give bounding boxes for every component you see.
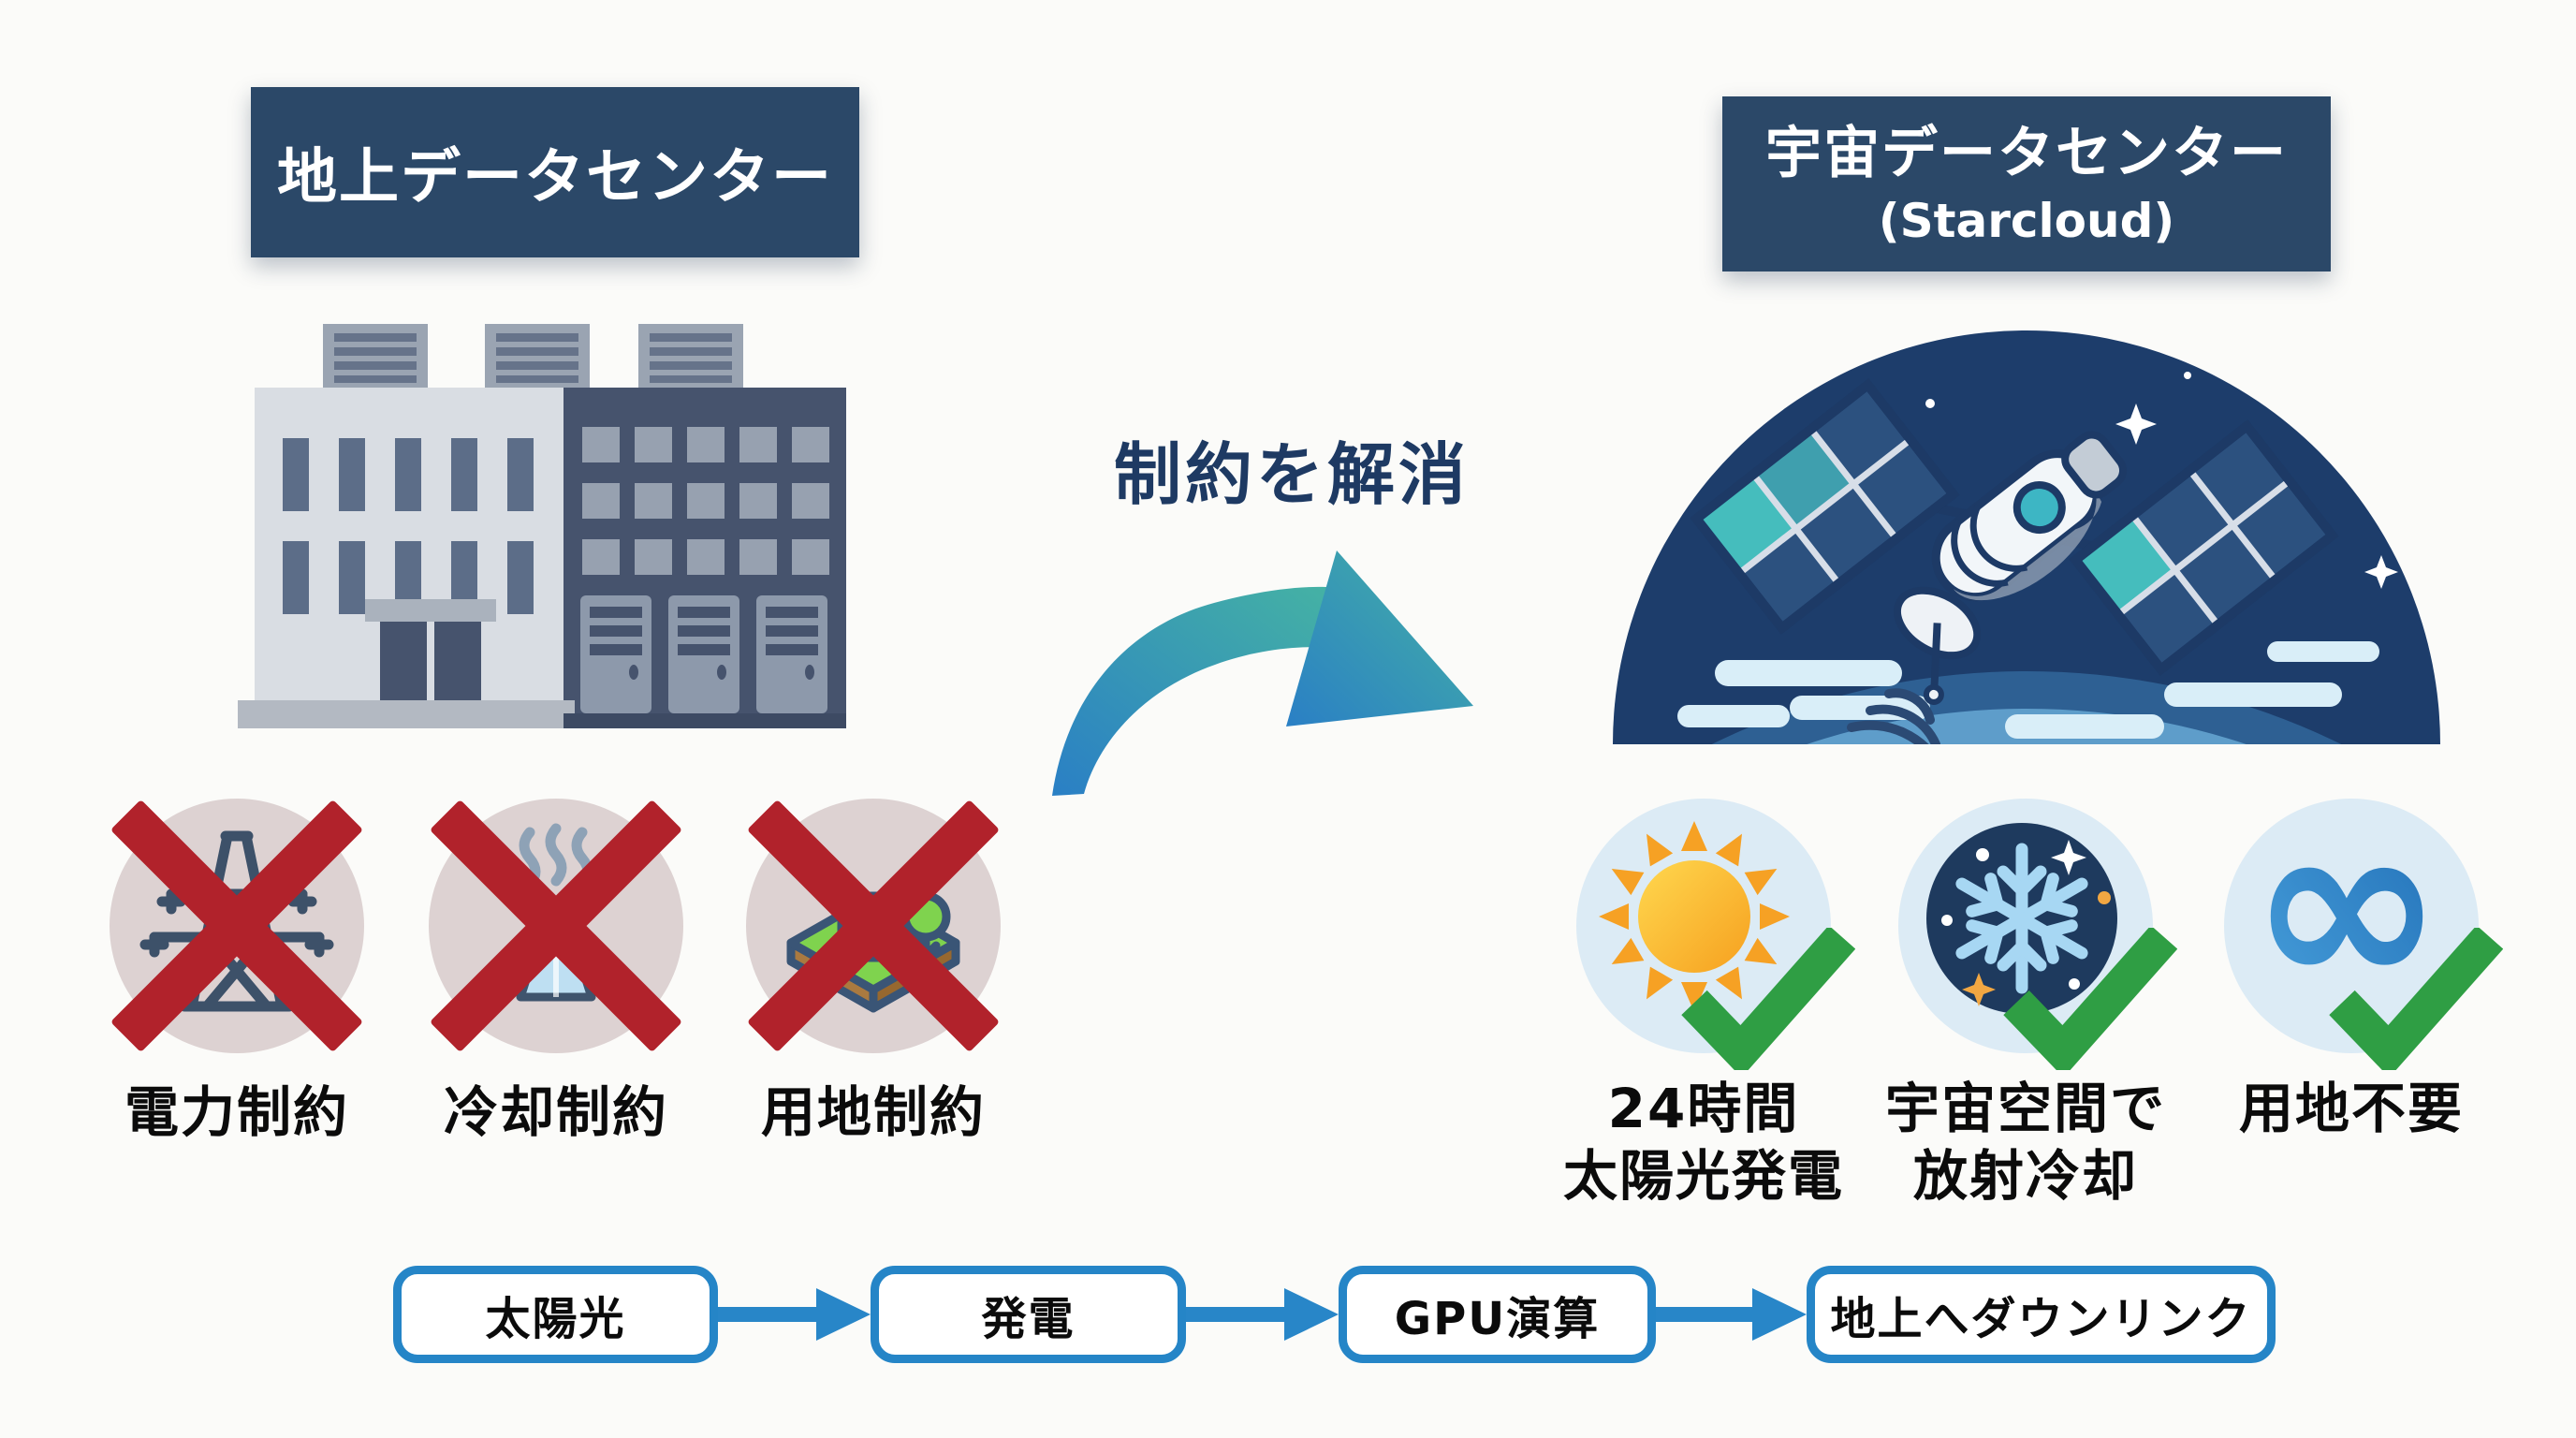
dish-antenna — [1894, 586, 1982, 705]
space-datacenter-subtitle: (Starcloud) — [1878, 193, 2175, 248]
space-satellite-scene — [1613, 330, 2440, 744]
solar-panel-upper — [1690, 378, 1960, 635]
flow-arrow-icon — [1186, 1288, 1339, 1341]
benefit-badge-solar — [1576, 799, 1855, 1070]
benefit-badge-land: ∞ — [2224, 799, 2503, 1070]
caption-resolve-constraints: 制約を解消 — [1113, 435, 1470, 514]
cloud-shapes — [1677, 641, 2379, 739]
benefit-label-solar: 24時間 太陽光発電 — [1562, 1077, 1844, 1208]
constraint-badge-cooling — [429, 799, 683, 1053]
flow-step-gpu: GPU演算 — [1339, 1266, 1656, 1363]
solar-panel-lower — [2069, 419, 2339, 676]
check-icon — [1681, 928, 1855, 1070]
check-icon — [2003, 928, 2177, 1070]
flow-step-downlink: 地上へダウンリンク — [1807, 1266, 2276, 1363]
flow-arrow-icon — [1656, 1288, 1807, 1341]
benefit-label-cooling: 宇宙空間で 放射冷却 — [1884, 1077, 2166, 1208]
benefit-label-land: 用地不要 — [2238, 1077, 2464, 1140]
datacenter-building-icon — [238, 324, 846, 728]
satellite-icon — [1690, 378, 2339, 705]
snowflake-icon — [1926, 823, 2117, 1014]
benefit-badge-cooling — [1898, 799, 2177, 1070]
space-datacenter-header: 宇宙データセンター (Starcloud) — [1722, 96, 2331, 271]
constraint-label-cooling: 冷却制約 — [443, 1080, 668, 1144]
rooftop-vents — [323, 324, 743, 388]
curved-transition-arrow-icon — [1052, 550, 1473, 796]
constraint-label-land: 用地制約 — [760, 1080, 986, 1144]
satellite-window — [2012, 481, 2066, 535]
ground-datacenter-title: 地上データセンター — [277, 143, 833, 213]
constraint-label-power: 電力制約 — [124, 1080, 349, 1144]
sun-icon — [1599, 821, 1790, 1012]
ground-datacenter-header: 地上データセンター — [251, 87, 859, 257]
flow-arrow-icon — [718, 1288, 871, 1341]
constraint-badge-power — [110, 799, 364, 1053]
check-icon — [2329, 928, 2503, 1070]
server-racks — [580, 595, 827, 713]
space-datacenter-title: 宇宙データセンター — [1765, 120, 2288, 186]
sparkles — [1941, 840, 2111, 1006]
flow-step-generation: 発電 — [871, 1266, 1186, 1363]
signal-waves — [1847, 688, 1940, 744]
flow-step-sunlight: 太陽光 — [393, 1266, 718, 1363]
constraint-badge-land — [746, 799, 1001, 1053]
